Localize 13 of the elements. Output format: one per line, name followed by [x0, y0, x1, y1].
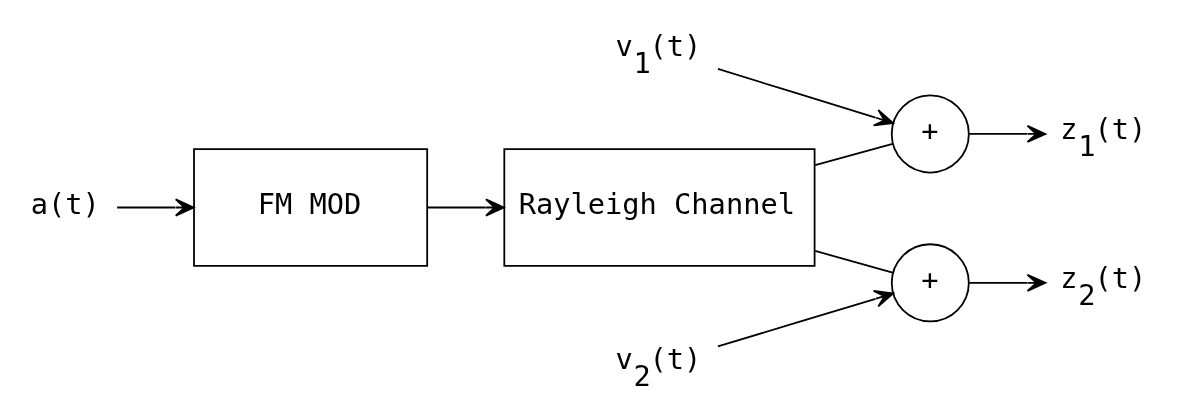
node-box: FM MOD — [193, 148, 429, 267]
arrow — [968, 273, 1047, 292]
connector — [814, 142, 894, 167]
node-text: a(t) — [30, 187, 100, 222]
arrow — [717, 290, 895, 348]
arrow — [116, 198, 195, 217]
connector — [814, 250, 894, 274]
arrow — [426, 198, 505, 217]
arrow — [968, 125, 1047, 143]
node-box: Rayleigh Channel — [503, 148, 816, 267]
node-circle: + — [890, 243, 970, 323]
arrow — [717, 68, 895, 127]
node-circle: + — [890, 94, 970, 174]
